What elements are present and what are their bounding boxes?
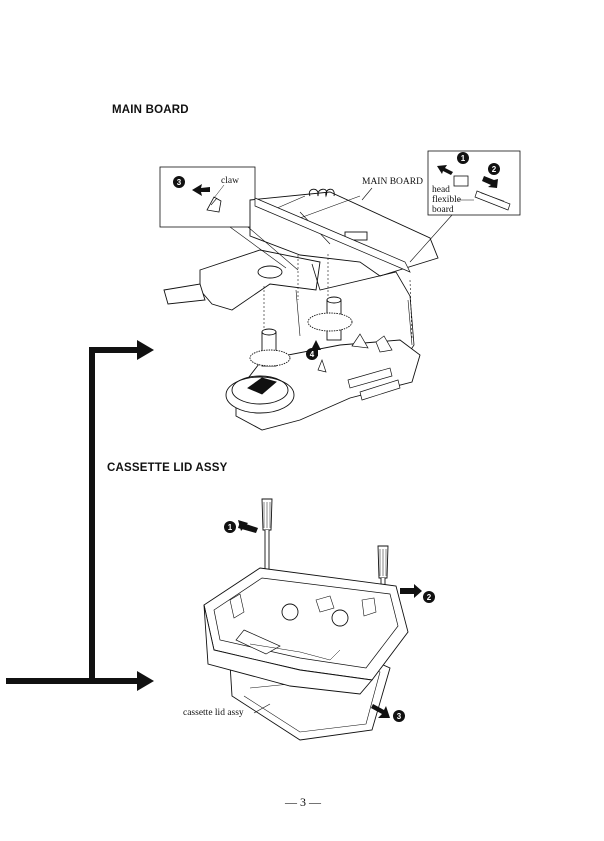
head-flexible-board-inset-box — [427, 150, 521, 216]
claw-inset-box — [159, 166, 256, 228]
step-2-badge — [488, 163, 500, 175]
step-1-number: 1 — [461, 154, 466, 163]
claw-label: claw — [221, 176, 239, 186]
flexible-label: flexible — [432, 195, 462, 205]
section-title-cassette-lid-assy: CASSETTE LID ASSY — [107, 462, 228, 474]
step-3-badge-lid — [393, 710, 405, 722]
arrow-downright-icon-2 — [371, 704, 390, 718]
step-4-badge — [306, 348, 318, 360]
flow-arrow-connector — [6, 340, 154, 691]
lid-step-markers — [224, 520, 435, 722]
arrow-downright-icon — [482, 176, 498, 188]
section-title-main-board: MAIN BOARD — [112, 104, 189, 116]
step-3-number-lid: 3 — [397, 712, 402, 721]
step-2-number: 2 — [492, 165, 497, 174]
claw-part — [206, 196, 222, 213]
step-1-badge-lid — [224, 521, 236, 533]
step-1-number-lid: 1 — [228, 523, 233, 532]
connector-part — [453, 175, 469, 187]
arrow-upleft-icon — [437, 165, 453, 175]
step-2-number-lid: 2 — [427, 593, 432, 602]
main-board-assembly-drawing — [163, 187, 453, 431]
step-2-badge-lid — [423, 591, 435, 603]
arrow-left-icon — [192, 184, 210, 196]
step-4-number: 4 — [310, 350, 315, 359]
cassette-lid-assy-label: cassette lid assy — [183, 708, 244, 718]
main-board-label: MAIN BOARD — [362, 177, 423, 187]
step-3-number: 3 — [177, 178, 182, 187]
board-label: board — [432, 205, 454, 215]
step-1-badge — [457, 152, 469, 164]
page-number: — 3 — — [285, 795, 321, 809]
cassette-lid-assy-drawing — [203, 498, 409, 741]
arrow-right-icon-2 — [400, 584, 422, 598]
head-label: head — [432, 185, 450, 195]
step-3-badge — [173, 176, 185, 188]
